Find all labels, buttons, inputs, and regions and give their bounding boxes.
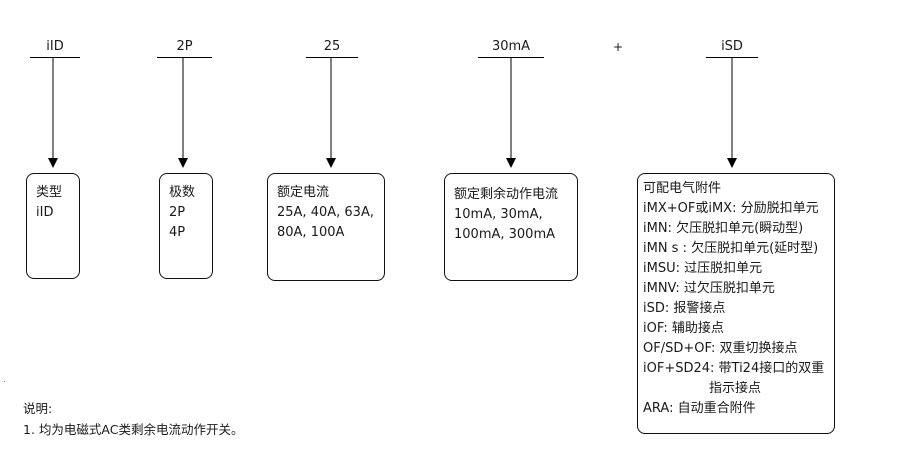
accessory-item: OF/SD+OF: 双重切换接点 <box>643 341 798 356</box>
code-accessory: iSD <box>721 39 743 54</box>
accessory-item: iMNV: 过欠压脱扣单元 <box>643 281 775 296</box>
current-box: 额定电流 25A, 40A, 63A, 80A, 100A <box>267 173 385 281</box>
poles-box-header: 极数 <box>169 185 196 200</box>
arrow-current <box>326 57 336 168</box>
residual-box-line: 100mA, 300mA <box>454 227 556 242</box>
accessory-item: ARA: 自动重合附件 <box>643 401 756 416</box>
code-poles: 2P <box>176 39 193 54</box>
notes-item: 1. 均为电磁式AC类剩余电流动作开关。 <box>23 422 244 437</box>
type-box-line: iID <box>36 205 54 220</box>
accessory-item: iMN s : 欠压脱扣单元(延时型) <box>643 241 819 256</box>
accessory-box: 可配电气附件 iMX+OF或iMX: 分励脱扣单元 iMN: 欠压脱扣单元(瞬动… <box>637 173 835 434</box>
current-box-header: 额定电流 <box>277 185 330 200</box>
accessory-box-header: 可配电气附件 <box>643 181 722 196</box>
poles-box-line: 4P <box>169 225 186 240</box>
code-residual: 30mA <box>491 39 531 54</box>
accessory-item-continued: 指示接点 <box>709 381 762 396</box>
residual-box-header: 额定剩余动作电流 <box>454 187 559 202</box>
accessory-item: iMSU: 过压脱扣单元 <box>643 261 763 276</box>
arrow-poles <box>178 57 188 168</box>
underline-type <box>30 57 80 58</box>
arrow-residual <box>506 57 516 168</box>
stray-dot <box>4 381 5 382</box>
current-box-line: 25A, 40A, 63A, <box>277 205 374 220</box>
accessory-item: iSD: 报警接点 <box>643 301 726 316</box>
code-type: iID <box>46 39 64 54</box>
accessory-item: iOF: 辅助接点 <box>643 321 724 336</box>
current-box-line: 80A, 100A <box>277 225 345 240</box>
accessory-item: iMN: 欠压脱扣单元(瞬动型) <box>643 221 804 236</box>
accessory-item: iOF+SD24: 带Ti24接口的双重 <box>643 361 825 376</box>
underline-current <box>306 57 358 58</box>
residual-box-line: 10mA, 30mA, <box>454 207 543 222</box>
plus-sign: + <box>613 40 624 54</box>
code-current: 25 <box>323 39 341 54</box>
type-box: 类型 iID <box>26 173 80 279</box>
poles-box: 极数 2P 4P <box>159 173 213 279</box>
poles-box-line: 2P <box>169 205 186 220</box>
accessory-item: iMX+OF或iMX: 分励脱扣单元 <box>643 201 819 216</box>
type-box-header: 类型 <box>36 185 63 200</box>
notes-title: 说明: <box>23 401 53 416</box>
underline-poles <box>157 57 212 58</box>
arrow-type <box>48 57 58 168</box>
residual-box: 额定剩余动作电流 10mA, 30mA, 100mA, 300mA <box>444 173 578 281</box>
notes: 说明: 1. 均为电磁式AC类剩余电流动作开关。 <box>23 398 243 440</box>
arrow-accessory <box>727 57 737 168</box>
